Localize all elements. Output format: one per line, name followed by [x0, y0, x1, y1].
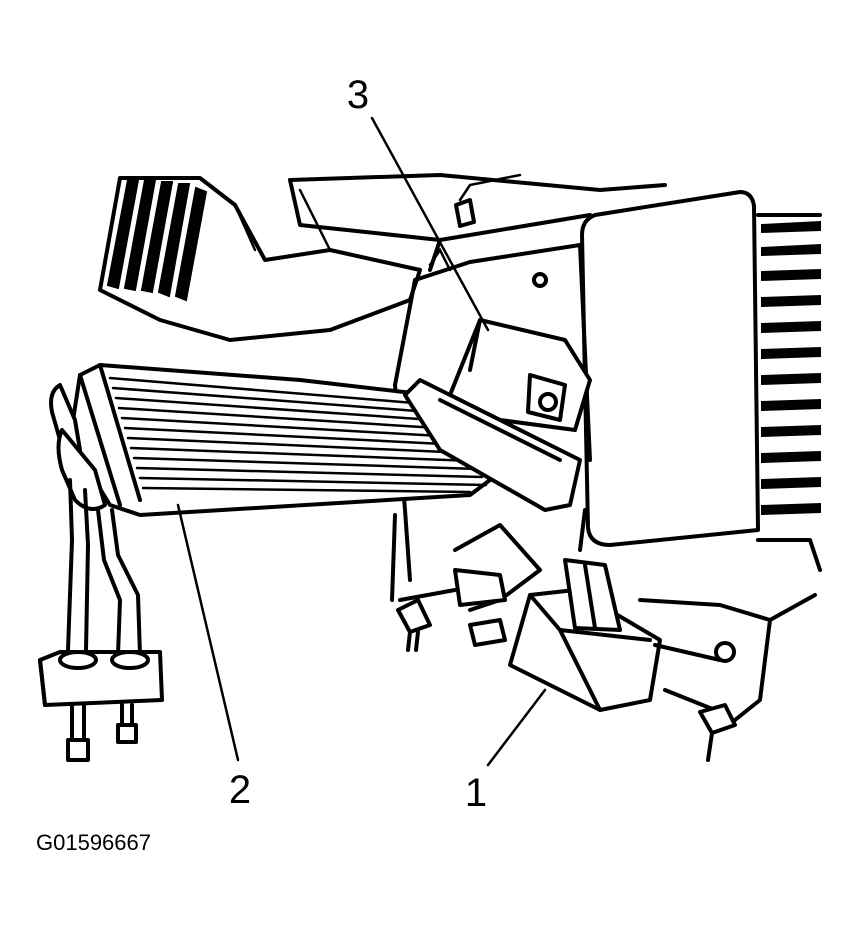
blower-housing	[580, 190, 822, 572]
leader-line-1	[486, 688, 547, 767]
callout-label-3: 3	[347, 73, 369, 117]
callout-label-1: 1	[465, 771, 487, 815]
heater-core-cover	[403, 318, 592, 512]
heater-core	[49, 363, 492, 517]
lower-bracket	[396, 523, 542, 652]
leader-line-2	[176, 503, 240, 762]
heater-core-fins	[108, 376, 488, 494]
air-duct	[98, 176, 422, 342]
heater-core-pipes	[38, 478, 164, 762]
housing-louvres	[761, 220, 821, 516]
blower-motor-resistor	[508, 508, 662, 712]
leader-lines	[176, 116, 547, 767]
heater-housing-upper	[288, 173, 667, 272]
leader-line-3	[370, 116, 490, 332]
figure-id: G01596667	[36, 830, 151, 855]
callout-label-2: 2	[229, 768, 251, 812]
resistor-harness	[638, 593, 817, 762]
